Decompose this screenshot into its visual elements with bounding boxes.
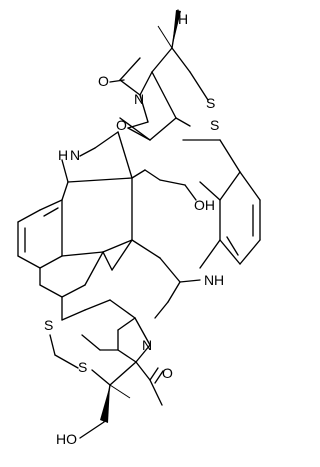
lower-bicyclic-ring	[49, 299, 164, 439]
central-core	[102, 177, 221, 319]
atom-n-top: N	[134, 91, 144, 107]
atom-n-bottom: N	[142, 337, 152, 353]
atom-labels: O S H N O S N H OH N H S S N O HO	[44, 11, 224, 447]
right-benzene-ring	[182, 139, 261, 265]
atom-ho-bottom: HO	[56, 431, 77, 447]
chemical-structure-diagram: O S H N O S N H OH N H S S N O HO	[17, 9, 261, 447]
upper-indoline	[61, 131, 186, 186]
upper-bicyclic-ring	[109, 9, 209, 141]
wedge-bond-top	[172, 10, 181, 48]
atom-h-n-right: H	[214, 272, 224, 288]
atom-s-top: S	[206, 95, 215, 111]
hashed-bond-top	[157, 25, 173, 49]
atom-s-left: S	[44, 317, 53, 333]
atom-h-top: H	[178, 11, 188, 27]
lower-indoline	[61, 239, 133, 321]
wedge-bond-bottom	[100, 385, 110, 423]
atom-h-n-left: H	[58, 147, 68, 163]
hashed-bond-bottom	[109, 384, 131, 399]
left-benzene-ring	[17, 181, 104, 298]
atom-s-bottom: S	[78, 359, 87, 375]
atom-o-amide-top: O	[116, 117, 127, 133]
atom-s-right: S	[210, 117, 219, 133]
atom-o-top: O	[98, 73, 109, 89]
atom-n-left: N	[70, 147, 80, 163]
atom-o-bottom: O	[162, 365, 173, 381]
atom-n-right: N	[204, 272, 214, 288]
atom-oh-mid: OH	[194, 197, 215, 213]
